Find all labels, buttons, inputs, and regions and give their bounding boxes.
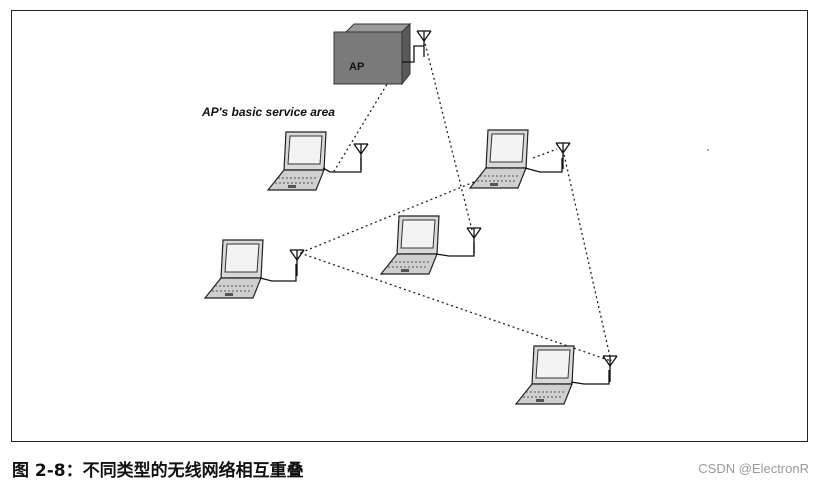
link-laptop-2-antenna (532, 148, 558, 159)
laptop-icon (267, 131, 327, 191)
ap-label: AP (349, 61, 364, 73)
antenna-icon (555, 142, 571, 170)
access-point: AP (333, 22, 432, 86)
basic-service-area-label: AP's basic service area (201, 105, 335, 119)
antenna-icon (353, 143, 369, 171)
laptop-2 (469, 129, 571, 189)
laptop-icon (515, 345, 575, 405)
link-laptop-2-laptop-5 (562, 149, 612, 362)
laptop-1 (267, 131, 369, 191)
laptop-3 (380, 215, 482, 275)
antenna-icon (602, 355, 618, 383)
ap-antenna-icon (416, 30, 432, 58)
watermark: CSDN @ElectronR (698, 461, 809, 476)
antenna-icon (289, 249, 305, 277)
figure-caption: 图 2-8：不同类型的无线网络相互重叠 (12, 461, 304, 481)
laptop-icon (380, 215, 440, 275)
links (299, 38, 612, 362)
laptop-icon (469, 129, 529, 189)
link-laptop-2-laptop-4 (299, 181, 475, 254)
laptop-5 (515, 345, 618, 405)
link-ap-laptop-3 (423, 38, 473, 231)
laptop-4 (204, 239, 305, 299)
link-laptop-4-laptop-5 (299, 252, 612, 362)
link-ap-laptop-1 (332, 75, 393, 174)
laptop-icon (204, 239, 264, 299)
antenna-icon (466, 227, 482, 255)
